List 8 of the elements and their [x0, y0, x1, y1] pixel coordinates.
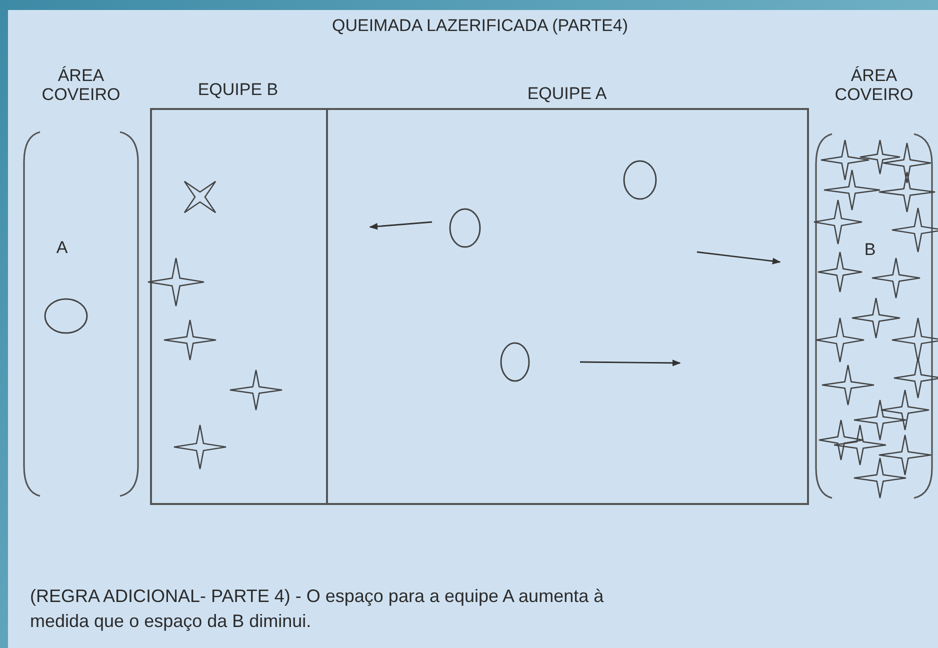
zone-heading: EQUIPE A [526, 84, 608, 103]
zone-heading: ÁREA COVEIRO [40, 66, 122, 104]
zone-heading: ÁREA COVEIRO [834, 66, 914, 104]
diagram-title: QUEIMADA LAZERIFICADA (PARTE4) [331, 16, 629, 35]
caption: (REGRA ADICIONAL- PARTE 4) - O espaço para a equipe A aumenta à medida que o espaço da B diminui. [30, 585, 605, 633]
area-letter: B [863, 240, 877, 259]
area-letter: A [55, 238, 69, 257]
zone-heading: EQUIPE B [196, 80, 280, 99]
